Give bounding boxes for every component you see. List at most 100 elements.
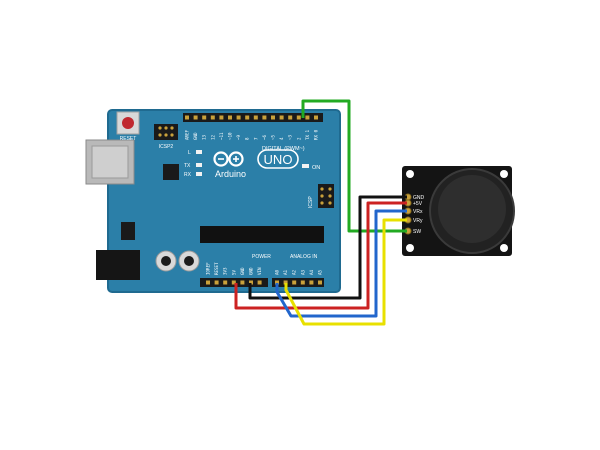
header-pin [318,280,322,285]
pin-label: 7 [253,137,258,140]
pin-label: 5V [231,269,236,275]
atmega-chip [200,226,324,243]
mount-hole-icon [406,170,414,178]
header-pin [206,280,210,285]
power-pin-row [206,280,262,285]
digital-header [183,113,323,122]
joystick-knob-icon [438,175,506,243]
led-on-icon [302,164,309,168]
header-pin [309,280,314,285]
header-pin [185,115,189,120]
pin-label: ~6 [262,134,267,140]
pin-label: A4 [309,269,314,275]
header-pin [240,280,245,285]
header-pin [314,115,318,120]
digital-pin-row [185,115,318,120]
joystick-pin-label: SW [413,229,421,235]
icsp-label: ICSP [308,196,314,208]
header-pin [305,115,310,120]
pin-label: IOREF [206,262,211,275]
header-pin [271,115,275,120]
header-pin [288,115,293,120]
mount-hole-icon [406,244,414,252]
pin-label: A2 [292,269,297,275]
pin-label: A5 [318,269,323,275]
on-label: ON [312,165,320,171]
header-pin [245,115,250,120]
model-label: UNO [264,152,293,167]
header-pin [231,280,236,285]
pin-label: GND [193,132,198,140]
pin-label: GND [240,267,245,275]
pin-label: A1 [283,269,288,275]
pin-label: TX 1 [305,129,310,140]
mount-hole-icon [500,170,508,178]
arduino-logo-icon [213,151,244,167]
pin-label: RX 0 [314,129,319,140]
pin-label: 4 [279,137,284,140]
wires [234,99,407,326]
header-pin [292,280,297,285]
pin-label: GND [249,267,254,275]
header-pin [228,115,232,120]
header-pin [236,115,241,120]
header-pin [219,115,224,120]
analog-pin-row [275,280,322,285]
header-pin [300,280,305,285]
header-pin [275,280,279,285]
l-label: L [188,150,191,156]
header-pin [223,280,228,285]
uno-badge [257,149,299,169]
header-pin [193,115,198,120]
mount-hole-icon [500,244,508,252]
joystick-pin-label: GND [413,195,425,201]
header-pin [279,115,284,120]
voltage-regulator [121,222,135,240]
tx-label: TX [184,163,191,169]
power-jack-icon [96,250,140,280]
header-pin [283,280,288,285]
pin-label: 3V3 [223,267,228,275]
power-label: POWER [252,254,271,260]
icsp2-label: ICSP2 [159,144,174,150]
wire-red [234,201,407,310]
led-rx-icon [196,172,202,176]
pin-label: A0 [275,269,280,275]
analog-header [272,278,324,287]
icsp-header [318,184,334,208]
icsp2-header [154,124,178,140]
header-pin [202,115,207,120]
pin-label: ~10 [228,132,233,140]
pin-label: RESET [214,262,219,275]
header-pin [253,115,258,120]
pin-label: AREF [185,129,190,140]
pin-label: ~5 [271,134,276,140]
header-pin [262,115,267,120]
pin-label: 2 [296,137,301,140]
pin-label: A3 [300,269,305,275]
reset-label: RESET [120,136,137,142]
header-pin [257,280,262,285]
rx-label: RX [184,172,192,178]
digital-label: DIGITAL (PWM~) [262,146,305,152]
wire-blue [275,209,407,318]
pin-label: 8 [245,137,250,140]
led-tx-icon [196,163,202,167]
brand-label: Arduino [215,169,246,179]
pin-label: 12 [210,134,215,140]
pin-label: 13 [202,134,207,140]
header-pin [296,115,301,120]
pin-label: ~9 [236,134,241,140]
joystick-pin-label: +5V [413,201,423,207]
wire-black [248,195,407,300]
usb-chip [163,164,179,180]
wire-yellow [284,218,407,326]
